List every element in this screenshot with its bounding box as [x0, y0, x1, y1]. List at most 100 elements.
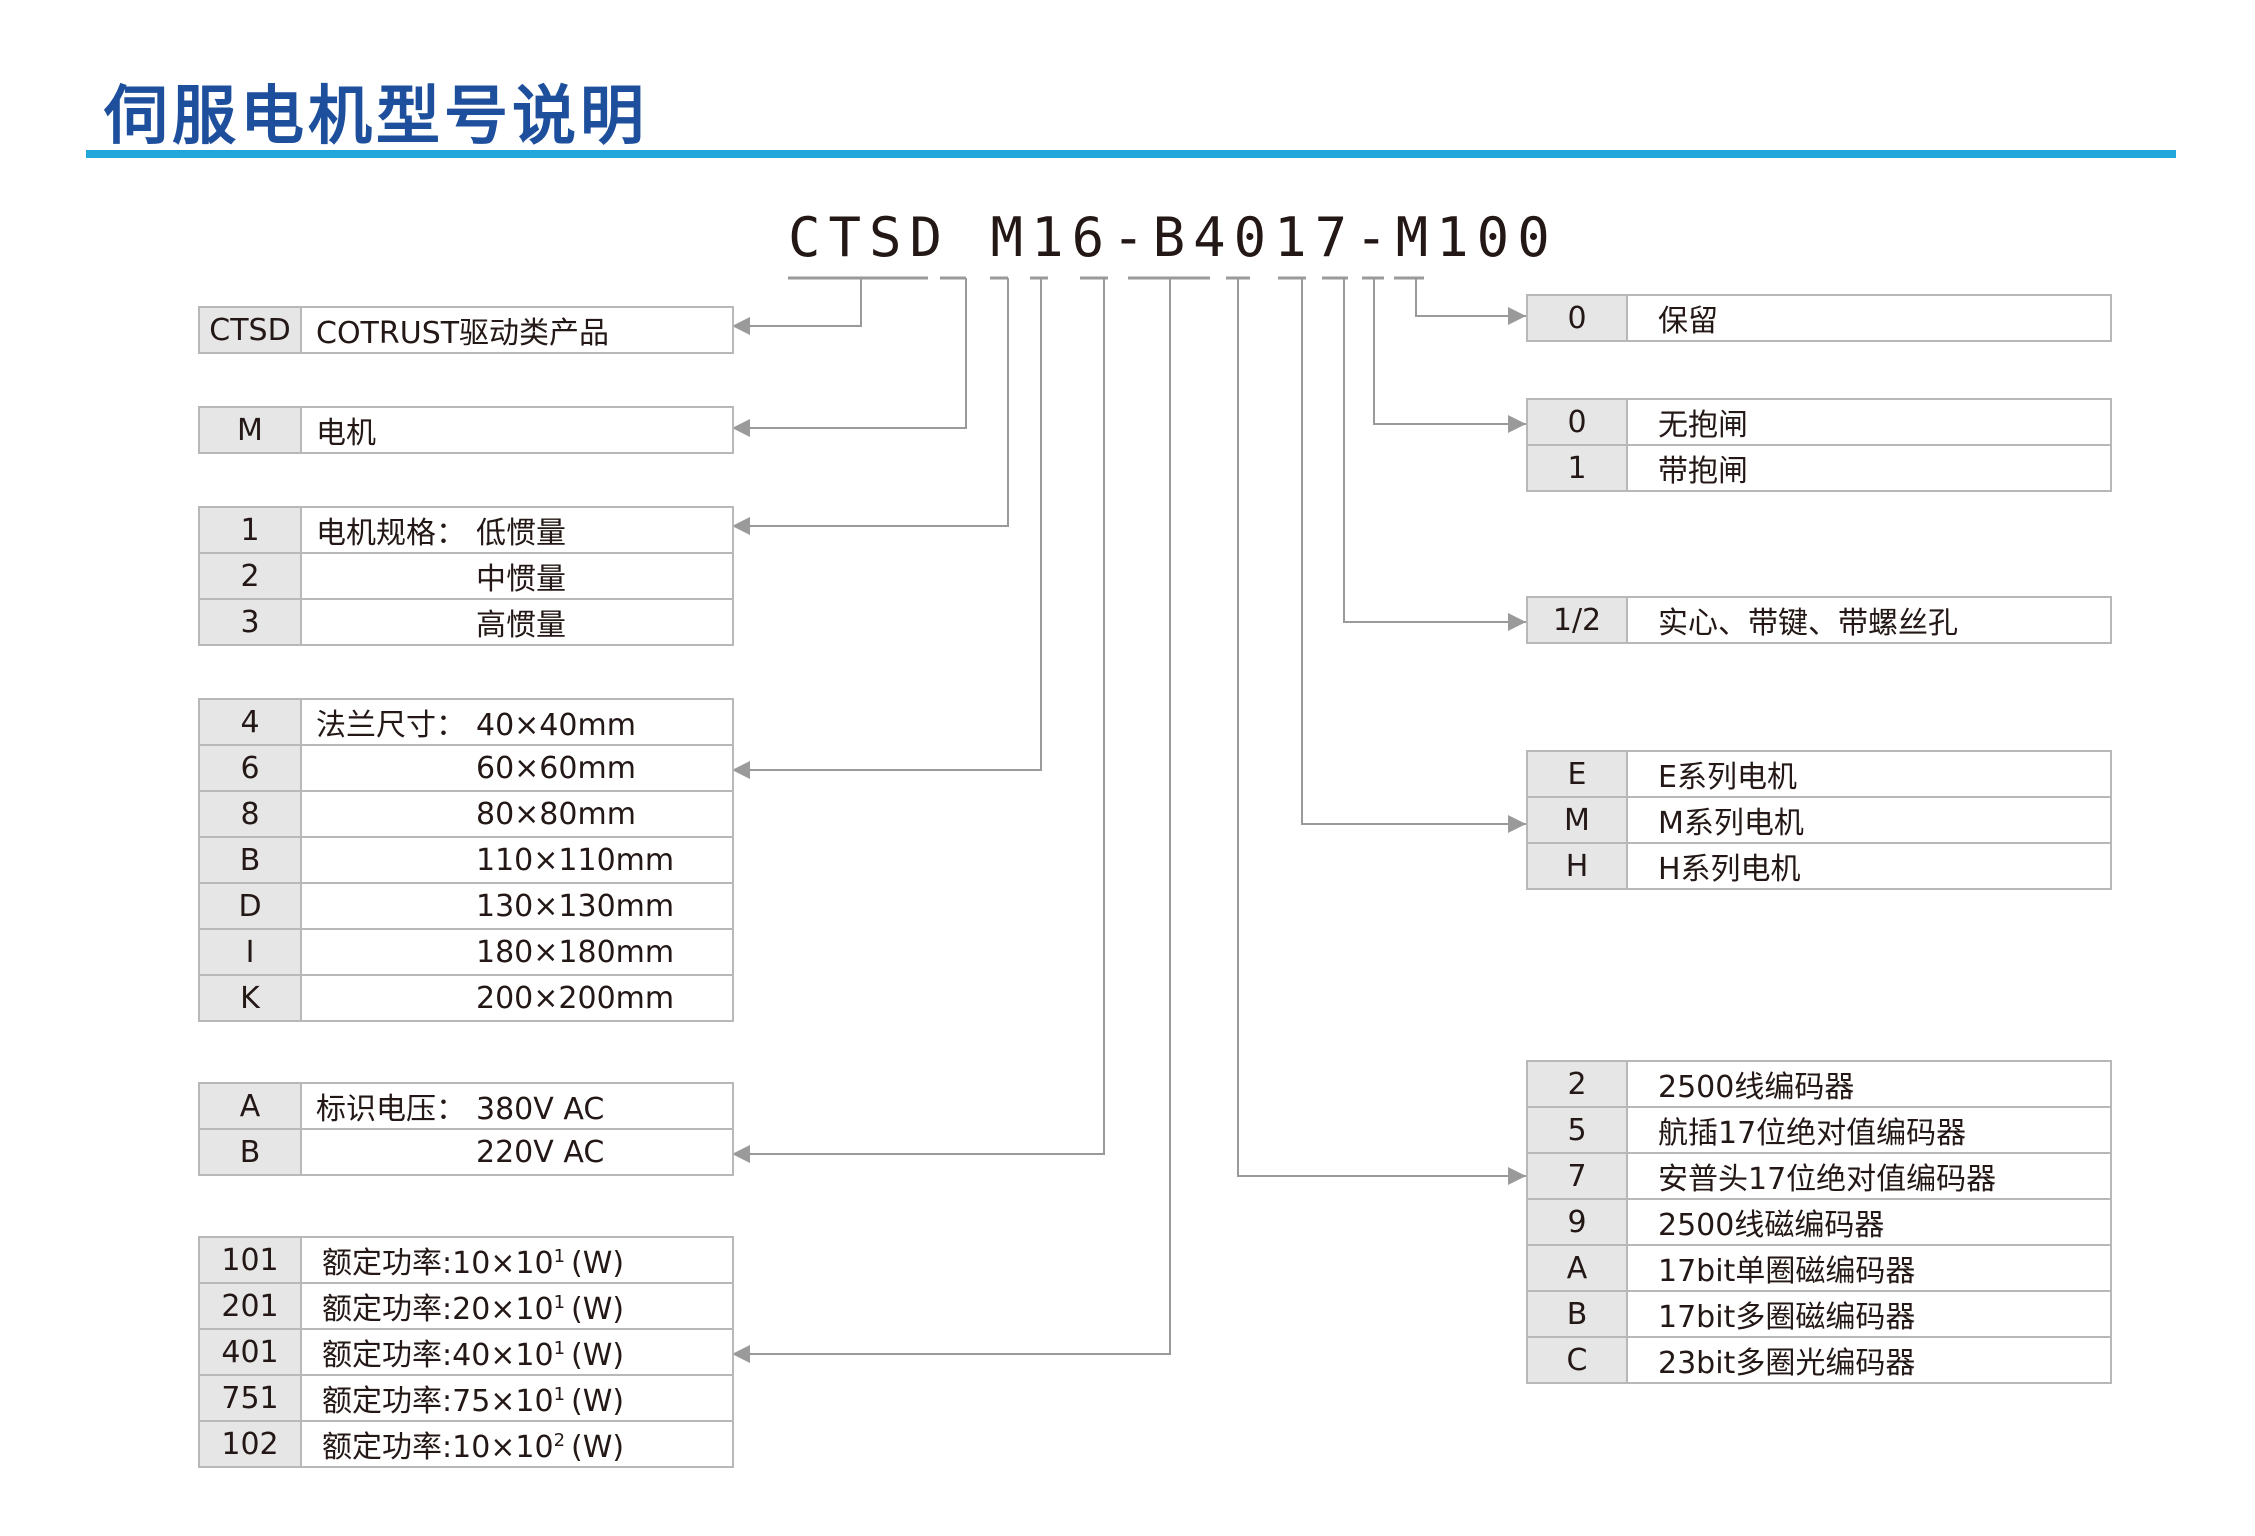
option-code: H — [1526, 842, 1628, 890]
power-description: 额定功率:20×101(W) — [300, 1282, 734, 1330]
option-value: 23bit多圈光编码器 — [1658, 1346, 1916, 1381]
group-label: 法兰尺寸： — [316, 708, 466, 743]
power-exponent: 1 — [553, 1246, 566, 1267]
option-description: 无抱闸 — [1626, 398, 2112, 446]
connector-flange — [732, 278, 1042, 771]
option-value: 130×130mm — [476, 888, 675, 924]
option-code: E — [1526, 750, 1628, 798]
connector-type — [732, 278, 967, 429]
connector-voltage — [732, 278, 1105, 1155]
arrow-head — [732, 419, 750, 437]
option-code: 2 — [198, 552, 302, 600]
power-unit: (W) — [571, 1338, 625, 1373]
connector-brake — [1373, 278, 1526, 425]
option-description: 130×130mm — [300, 882, 734, 930]
option-value: 60×60mm — [476, 750, 636, 786]
option-value: 中惯量 — [476, 562, 566, 597]
option-description: E系列电机 — [1626, 750, 2112, 798]
option-value: 高惯量 — [476, 608, 566, 643]
option-value: H系列电机 — [1658, 852, 1801, 887]
option-description: COTRUST驱动类产品 — [300, 306, 734, 354]
arrow-head — [732, 1145, 750, 1163]
arrow-head — [1508, 1167, 1526, 1185]
option-code: 9 — [1526, 1198, 1628, 1246]
option-description: 航插17位绝对值编码器 — [1626, 1106, 2112, 1154]
power-description: 额定功率:10×102(W) — [300, 1420, 734, 1468]
connector-motor-series — [1301, 278, 1526, 825]
option-value: 安普头17位绝对值编码器 — [1658, 1162, 1997, 1197]
option-code: D — [198, 882, 302, 930]
table-row: 3 高惯量 — [198, 598, 734, 646]
option-value: 2500线编码器 — [1658, 1070, 1855, 1105]
option-description: 电机 — [300, 406, 734, 454]
option-value: 保留 — [1658, 304, 1718, 339]
table-row: 7 安普头17位绝对值编码器 — [1526, 1152, 2112, 1200]
option-description: 带抱闸 — [1626, 444, 2112, 492]
option-description: 23bit多圈光编码器 — [1626, 1336, 2112, 1384]
connector-shaft — [1343, 278, 1526, 623]
option-description: 法兰尺寸：40×40mm — [300, 698, 734, 746]
option-code: 1/2 — [1526, 596, 1628, 644]
option-code: 8 — [198, 790, 302, 838]
power-exponent: 2 — [553, 1430, 566, 1451]
option-value: 航插17位绝对值编码器 — [1658, 1116, 1967, 1151]
arrow-head — [732, 317, 750, 335]
option-value: 低惯量 — [476, 516, 566, 551]
connector-series — [732, 278, 862, 327]
power-unit: (W) — [571, 1292, 625, 1327]
option-description: 2500线编码器 — [1626, 1060, 2112, 1108]
option-code: B — [198, 1128, 302, 1176]
option-code: I — [198, 928, 302, 976]
table-row: D 130×130mm — [198, 882, 734, 930]
option-code: K — [198, 974, 302, 1022]
option-code: 7 — [1526, 1152, 1628, 1200]
title-rule — [86, 150, 2176, 158]
option-description: 高惯量 — [300, 598, 734, 646]
power-label: 额定功率: — [322, 1292, 453, 1327]
option-code: 401 — [198, 1328, 302, 1376]
option-code: 1 — [1526, 444, 1628, 492]
power-label: 额定功率: — [322, 1384, 453, 1419]
option-value: 180×180mm — [476, 934, 675, 970]
option-value: 110×110mm — [476, 842, 675, 878]
power-base: 20×10 — [452, 1292, 554, 1327]
power-description: 额定功率:75×101(W) — [300, 1374, 734, 1422]
power-label: 额定功率: — [322, 1430, 453, 1465]
option-value: 电机 — [316, 416, 376, 451]
power-base: 10×10 — [452, 1430, 554, 1465]
option-code: 3 — [198, 598, 302, 646]
group-label: 电机规格： — [316, 516, 466, 551]
power-exponent: 1 — [553, 1292, 566, 1313]
arrow-head — [732, 517, 750, 535]
connector-power — [732, 278, 1171, 1355]
option-code: 102 — [198, 1420, 302, 1468]
option-value: 实心、带键、带螺丝孔 — [1658, 606, 1958, 641]
option-description: 实心、带键、带螺丝孔 — [1626, 596, 2112, 644]
option-description: 220V AC — [300, 1128, 734, 1176]
power-unit: (W) — [571, 1246, 625, 1281]
power-label: 额定功率: — [322, 1338, 453, 1373]
arrow-head — [1508, 307, 1526, 325]
option-description: H系列电机 — [1626, 842, 2112, 890]
option-description: 电机规格： 低惯量 — [300, 506, 734, 554]
power-description: 额定功率:40×101(W) — [300, 1328, 734, 1376]
